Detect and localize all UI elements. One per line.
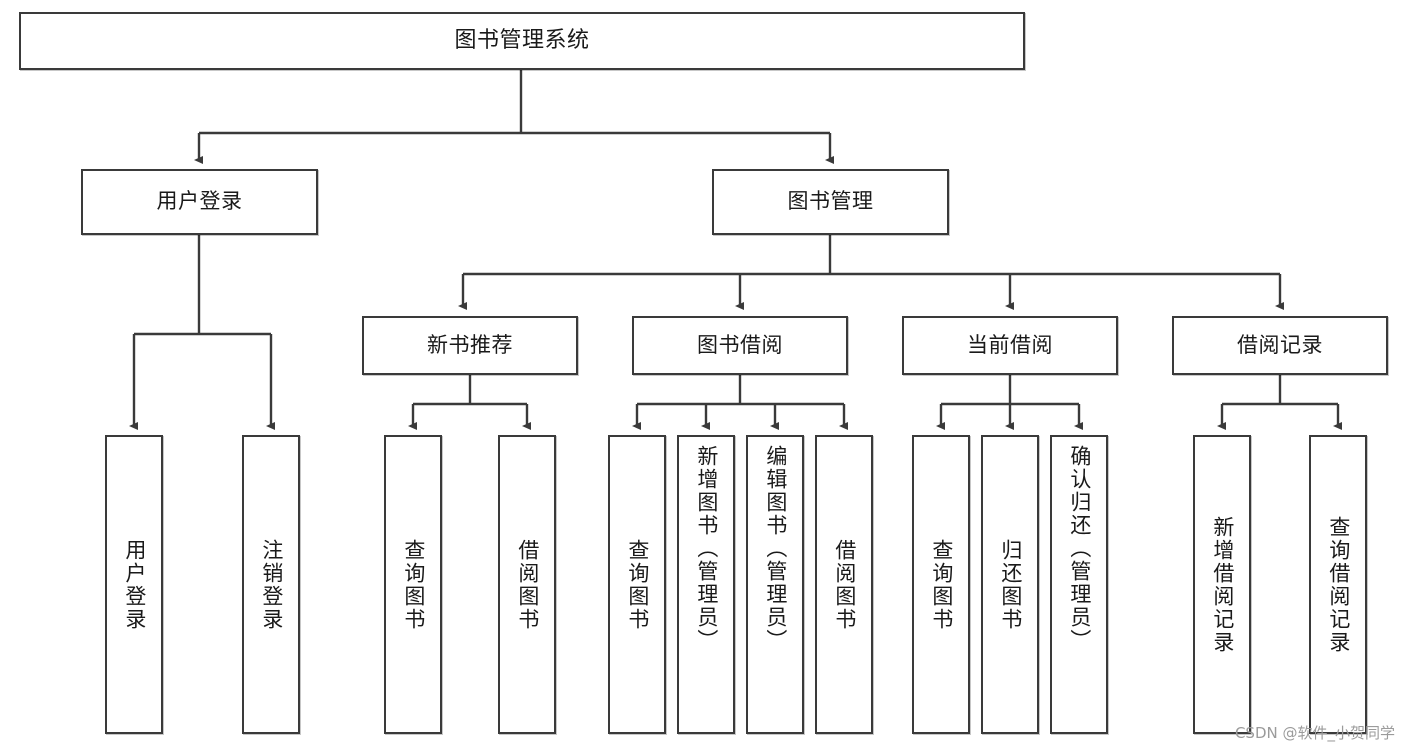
- leaf-book-borrow-edit[interactable]: 编辑图书（管理员）: [746, 435, 804, 734]
- leaf-current-borrow-confirm-return[interactable]: 确认归还（管理员）: [1050, 435, 1108, 734]
- node-borrow-record[interactable]: 借阅记录: [1172, 316, 1388, 375]
- node-book-management[interactable]: 图书管理: [712, 169, 949, 235]
- node-label: 用户登录: [122, 538, 147, 631]
- node-root-system[interactable]: 图书管理系统: [19, 12, 1025, 70]
- leaf-user-login-signout[interactable]: 注销登录: [242, 435, 300, 734]
- node-label: 图书管理系统: [454, 27, 590, 53]
- node-label: 查询图书: [401, 538, 426, 631]
- node-user-login[interactable]: 用户登录: [81, 169, 318, 235]
- node-label: 查询图书: [625, 538, 650, 631]
- leaf-book-borrow-lend[interactable]: 借阅图书: [815, 435, 873, 734]
- node-label: 新增图书（管理员）: [694, 445, 719, 652]
- leaf-borrow-record-query[interactable]: 查询借阅记录: [1309, 435, 1367, 734]
- node-label: 查询借阅记录: [1326, 515, 1351, 654]
- node-label: 图书借阅: [697, 332, 783, 357]
- node-label: 图书管理: [787, 189, 874, 214]
- leaf-book-borrow-add[interactable]: 新增图书（管理员）: [677, 435, 735, 734]
- node-current-borrow[interactable]: 当前借阅: [902, 316, 1118, 375]
- node-label: 借阅图书: [515, 538, 540, 631]
- node-label: 借阅图书: [832, 538, 857, 631]
- watermark-text: CSDN @软件_小贺同学: [1234, 724, 1395, 742]
- leaf-book-borrow-query[interactable]: 查询图书: [608, 435, 666, 734]
- node-book-borrow[interactable]: 图书借阅: [632, 316, 848, 375]
- node-new-book-recommend[interactable]: 新书推荐: [362, 316, 578, 375]
- node-label: 编辑图书（管理员）: [763, 445, 788, 652]
- leaf-new-book-query[interactable]: 查询图书: [384, 435, 442, 734]
- node-label: 当前借阅: [967, 332, 1053, 357]
- leaf-new-book-borrow[interactable]: 借阅图书: [498, 435, 556, 734]
- node-label: 查询图书: [929, 538, 954, 631]
- leaf-current-borrow-query[interactable]: 查询图书: [912, 435, 970, 734]
- leaf-current-borrow-return[interactable]: 归还图书: [981, 435, 1039, 734]
- leaf-user-login-signin[interactable]: 用户登录: [105, 435, 163, 734]
- node-label: 用户登录: [156, 189, 243, 214]
- node-label: 新增借阅记录: [1210, 515, 1235, 654]
- node-label: 借阅记录: [1237, 332, 1323, 357]
- node-label: 归还图书: [998, 538, 1023, 631]
- node-label: 确认归还（管理员）: [1067, 445, 1092, 652]
- node-label: 注销登录: [259, 538, 284, 631]
- node-label: 新书推荐: [427, 332, 513, 357]
- leaf-borrow-record-add[interactable]: 新增借阅记录: [1193, 435, 1251, 734]
